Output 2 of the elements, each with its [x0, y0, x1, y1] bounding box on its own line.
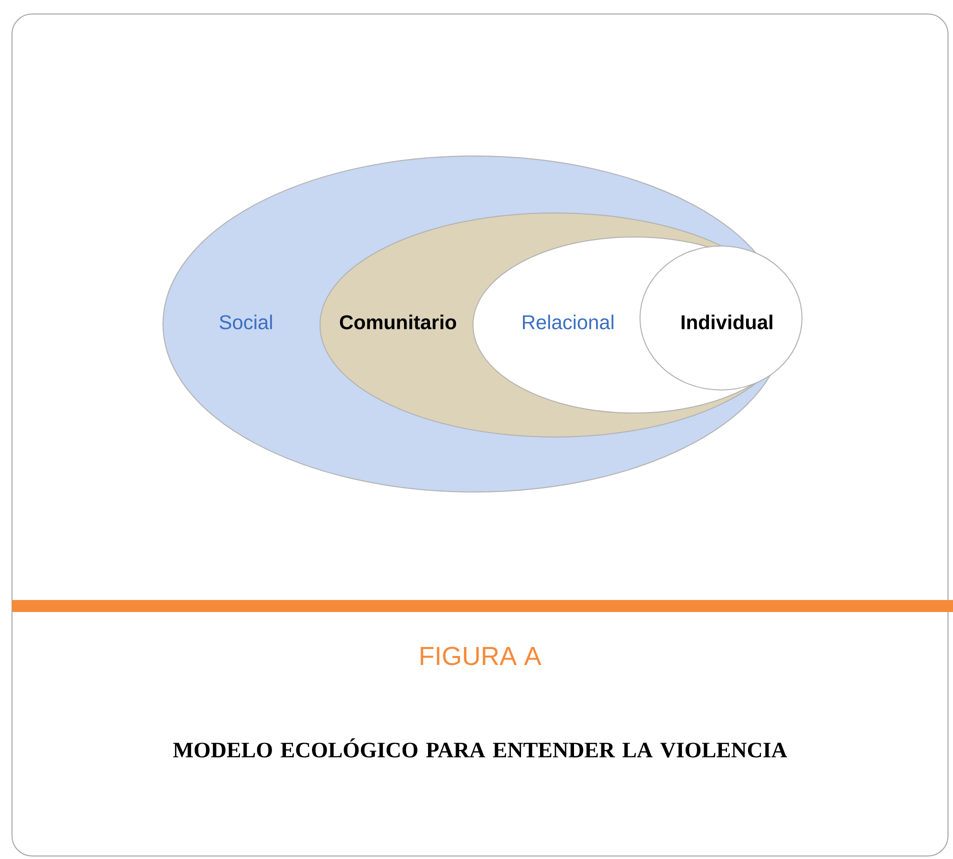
caption: MODELO ECOLÓGICO PARA ENTENDER LA VIOLENCIA	[173, 738, 788, 758]
figure-title: FIGURA A	[420, 646, 542, 666]
